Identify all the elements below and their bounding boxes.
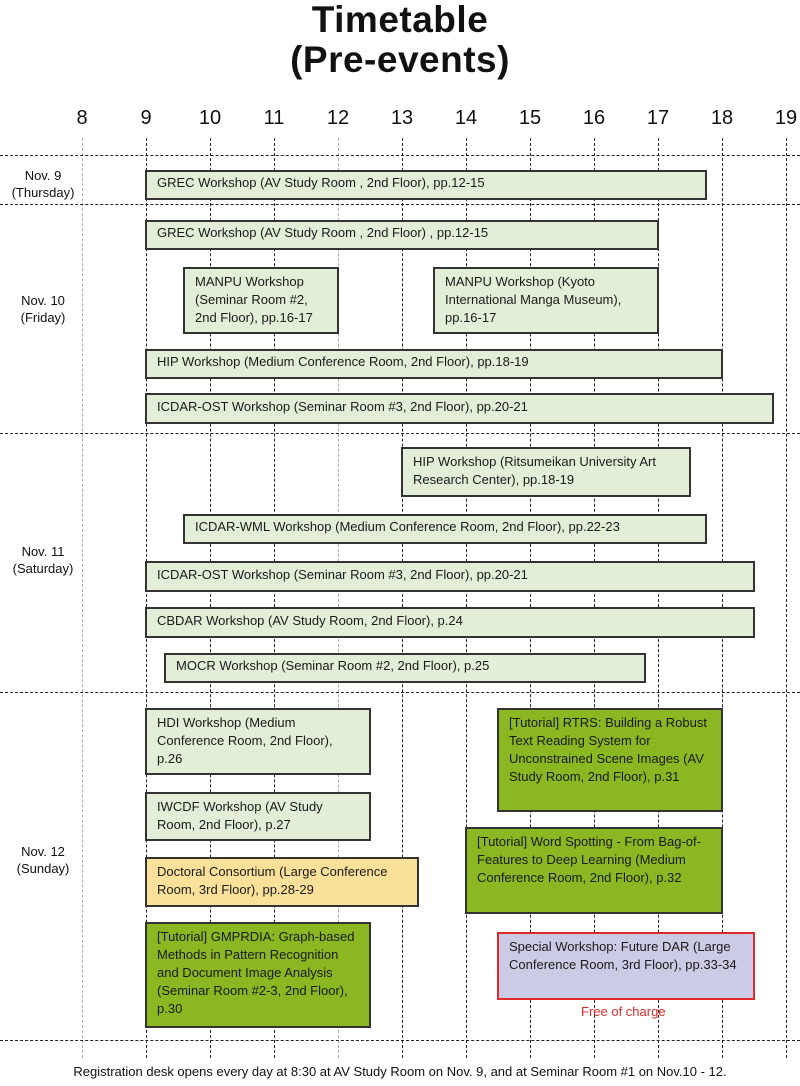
- event-label: MANPU Workshop (Seminar Room #2, 2nd Flo…: [195, 274, 313, 325]
- event-label: GREC Workshop (AV Study Room , 2nd Floor…: [157, 225, 489, 240]
- free-of-charge-note: Free of charge: [581, 1004, 666, 1019]
- axis-tick-label: 12: [326, 107, 350, 129]
- event-bar: MANPU Workshop (Kyoto International Mang…: [433, 267, 659, 334]
- day-date: Nov. 11: [21, 544, 65, 559]
- event-label: ICDAR-WML Workshop (Medium Conference Ro…: [195, 519, 620, 534]
- axis-tick-label: 16: [582, 107, 606, 129]
- day-separator: [0, 155, 800, 156]
- event-label: MOCR Workshop (Seminar Room #2, 2nd Floo…: [176, 658, 490, 673]
- event-bar: Doctoral Consortium (Large Conference Ro…: [145, 857, 419, 907]
- event-bar: MANPU Workshop (Seminar Room #2, 2nd Flo…: [183, 267, 339, 334]
- event-label: IWCDF Workshop (AV Study Room, 2nd Floor…: [157, 799, 323, 832]
- event-label: [Tutorial] Word Spotting - From Bag-of-F…: [477, 834, 701, 885]
- day-separator: [0, 1040, 800, 1041]
- hour-gridline: [530, 138, 531, 1058]
- hour-gridline: [210, 138, 211, 1058]
- event-bar: CBDAR Workshop (AV Study Room, 2nd Floor…: [145, 607, 755, 638]
- hour-gridline: [338, 138, 339, 1058]
- axis-tick-label: 14: [454, 107, 478, 129]
- event-label: ICDAR-OST Workshop (Seminar Room #3, 2nd…: [157, 566, 528, 582]
- hour-gridline: [786, 138, 787, 1058]
- hour-gridline: [82, 138, 83, 1058]
- title-line-2: (Pre-events): [290, 39, 510, 80]
- event-bar: ICDAR-OST Workshop (Seminar Room #3, 2nd…: [145, 561, 755, 592]
- event-label: HIP Workshop (Ritsumeikan University Art…: [413, 454, 656, 487]
- hour-gridline: [274, 138, 275, 1058]
- event-bar: MOCR Workshop (Seminar Room #2, 2nd Floo…: [164, 653, 646, 683]
- event-bar: GREC Workshop (AV Study Room , 2nd Floor…: [145, 220, 659, 250]
- axis-tick-label: 18: [710, 107, 734, 129]
- hour-gridline: [722, 138, 723, 1058]
- day-label: Nov. 10 (Friday): [0, 292, 86, 326]
- day-separator: [0, 692, 800, 693]
- axis-tick-label: 17: [646, 107, 670, 129]
- day-date: Nov. 10: [21, 293, 65, 308]
- event-label: [Tutorial] GMPRDIA: Graph-based Methods …: [157, 929, 355, 1016]
- event-bar: GREC Workshop (AV Study Room , 2nd Floor…: [145, 170, 707, 200]
- axis-tick-label: 11: [263, 107, 285, 129]
- event-label: MANPU Workshop (Kyoto International Mang…: [445, 274, 622, 325]
- day-date: Nov. 9: [24, 168, 62, 183]
- event-label: Special Workshop: Future DAR (Large Conf…: [509, 939, 737, 972]
- event-bar: ICDAR-WML Workshop (Medium Conference Ro…: [183, 514, 707, 544]
- hour-gridline: [402, 138, 403, 1058]
- hour-gridline: [658, 138, 659, 1058]
- title-line-1: Timetable: [311, 0, 489, 40]
- hour-gridline: [466, 138, 467, 1058]
- event-label: HIP Workshop (Medium Conference Room, 2n…: [157, 354, 529, 369]
- day-separator: [0, 204, 800, 205]
- day-label: Nov. 12 (Sunday): [0, 843, 86, 877]
- axis-tick-label: 15: [518, 107, 542, 129]
- event-bar: Special Workshop: Future DAR (Large Conf…: [497, 932, 755, 1000]
- event-bar: HIP Workshop (Ritsumeikan University Art…: [401, 447, 691, 497]
- day-weekday: (Saturday): [12, 561, 74, 576]
- event-bar: ICDAR-OST Workshop (Seminar Room #3, 2nd…: [145, 393, 774, 424]
- event-label: ICDAR-OST Workshop (Seminar Room #3, 2nd…: [157, 398, 528, 414]
- axis-tick-label: 10: [198, 107, 222, 129]
- day-weekday: (Sunday): [16, 861, 70, 876]
- event-label: [Tutorial] RTRS: Building a Robust Text …: [509, 715, 707, 784]
- day-label: Nov. 9 (Thursday): [0, 167, 86, 201]
- event-label: CBDAR Workshop (AV Study Room, 2nd Floor…: [157, 612, 463, 628]
- axis-tick-label: 9: [140, 107, 152, 129]
- axis-tick-label: 13: [390, 107, 414, 129]
- event-bar: [Tutorial] GMPRDIA: Graph-based Methods …: [145, 922, 371, 1028]
- day-label: Nov. 11 (Saturday): [0, 543, 86, 577]
- day-weekday: (Friday): [20, 310, 66, 325]
- day-separator: [0, 433, 800, 434]
- axis-tick-label: 8: [76, 107, 88, 129]
- day-weekday: (Thursday): [11, 185, 75, 200]
- event-bar: [Tutorial] RTRS: Building a Robust Text …: [497, 708, 723, 812]
- hour-gridline: [594, 138, 595, 1058]
- day-date: Nov. 12: [21, 844, 65, 859]
- axis-tick-label: 19: [774, 107, 798, 129]
- event-bar: [Tutorial] Word Spotting - From Bag-of-F…: [465, 827, 723, 914]
- hour-gridline: [146, 138, 147, 1058]
- event-bar: HDI Workshop (Medium Conference Room, 2n…: [145, 708, 371, 775]
- event-bar: IWCDF Workshop (AV Study Room, 2nd Floor…: [145, 792, 371, 841]
- registration-note: Registration desk opens every day at 8:3…: [73, 1064, 727, 1079]
- event-bar: HIP Workshop (Medium Conference Room, 2n…: [145, 349, 723, 379]
- event-label: Doctoral Consortium (Large Conference Ro…: [157, 864, 388, 897]
- event-label: HDI Workshop (Medium Conference Room, 2n…: [157, 715, 333, 766]
- event-label: GREC Workshop (AV Study Room , 2nd Floor…: [157, 175, 485, 190]
